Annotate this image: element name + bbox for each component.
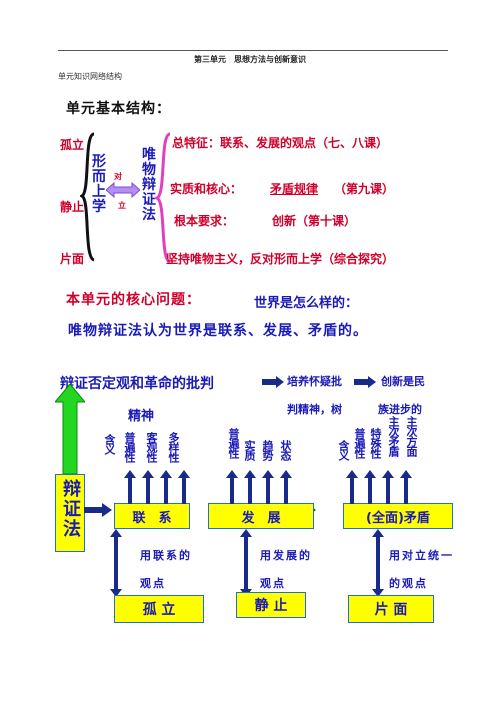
view-connection-text: 用联系的观点 [140,549,192,590]
dev-trait-universal: 普遍性 [227,428,240,458]
down-double-arrows [110,529,384,597]
oppose-label-2: 立 [118,201,126,210]
contra-trait-principal: 主次矛盾 [387,416,400,456]
contra-trait-meaning: 含义 [337,440,350,460]
arrow-right-icon-2 [354,376,376,388]
requirement-label: 根本要求： [174,214,235,228]
arrow-right-icon [262,376,284,388]
view-unity-text: 用对立统一的观点 [389,549,454,590]
core-answer: 唯物辩证法认为世界是联系、发展、矛盾的。 [68,323,368,339]
box-development: 发 展 [208,503,314,529]
contra-trait-aspect: 主次方面 [405,416,418,456]
metaphysics-label: 形而上学 [92,154,106,215]
core-title: 本单元的核心问题： [66,292,201,308]
dialectics-box: 辩证法 [55,474,85,552]
view-unity: 用对立统一的观点 [389,542,455,598]
adhere-text: 坚持唯物主义，反对形而上学（综合探究） [166,252,395,266]
page-title: 第三单元 思想方法与创新意识 [194,55,306,64]
link-trait-objective: 客观性 [145,432,158,462]
link-trait-meaning: 含义 [103,434,116,454]
dev-trait-state: 状态 [279,440,292,460]
requirement-value: 创新（第十课） [272,214,357,228]
view-development-text: 用发展的观点 [260,549,312,590]
dialectics-box-label: 辩证法 [60,479,81,539]
cultivate-line-2: 判精神，树 [287,403,342,416]
innovation-line-2: 族进步的 [378,403,422,416]
dialectical-negation-text: 辩证否定观和革命的批判 [60,376,214,392]
up-arrows [124,470,412,504]
right-brace [154,132,171,264]
core-lesson: （第九课） [334,182,395,196]
cultivate-line-1: 培养怀疑批 [287,375,342,388]
contra-trait-universal: 普遍性 [353,428,366,458]
box-static: 静 止 [236,592,306,618]
left-brace [80,132,95,262]
core-value: 矛盾规律 [270,182,319,196]
link-trait-diverse: 多样性 [167,432,180,462]
dev-trait-essence: 实质 [243,440,256,460]
contra-trait-particular: 特殊性 [369,428,382,458]
box-connection: 联 系 [114,503,190,529]
core-label: 实质和核心： [170,182,243,196]
dialectics-label: 唯物辩证法 [142,147,156,223]
core-question: 世界是怎么样的： [254,296,359,311]
oppose-label-1: 对 [114,172,122,181]
box-isolated: 孤 立 [114,595,204,623]
header-rule [58,50,448,51]
dev-trait-trend: 趋势 [261,440,274,460]
label-onesided: 片面 [60,252,85,266]
box-contradiction: (全面)矛盾 [343,503,453,529]
page-subtitle: 单元知识网络结构 [58,72,122,81]
green-up-arrow-icon [55,384,85,474]
feature-text: 总特征：联系、发展的观点（七、八课） [172,136,389,150]
structure-title: 单元基本结构： [66,101,171,117]
box-onesided: 片 面 [348,595,434,623]
label-isolated: 孤立 [60,138,85,152]
view-connection: 用联系的观点 [140,542,196,598]
spirit-text: 精神 [128,409,155,424]
view-development: 用发展的观点 [260,542,316,598]
link-trait-universal: 普遍性 [123,432,136,462]
double-arrow-icon [106,182,140,198]
innovation-line-1: 创新是民 [381,375,425,388]
label-static: 静止 [60,200,85,214]
